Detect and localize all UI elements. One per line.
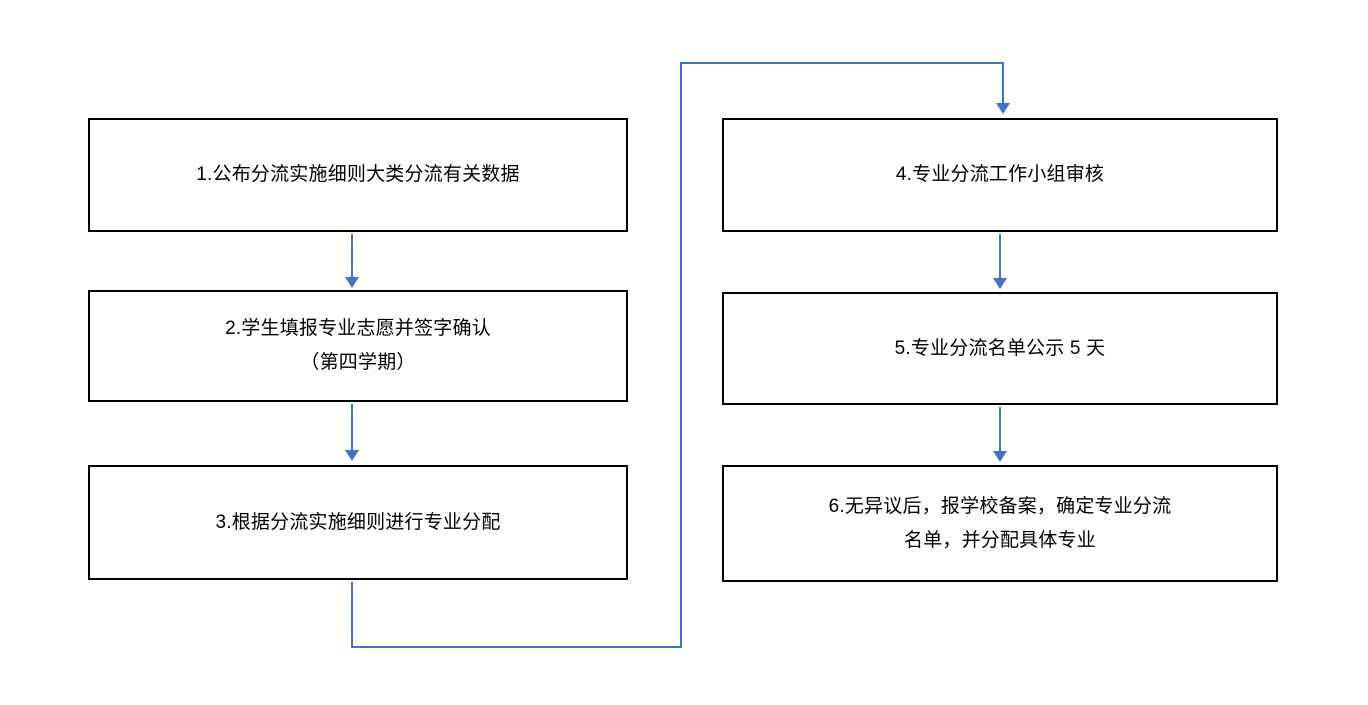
flowchart-node-6[interactable]: 6.无异议后，报学校备案，确定专业分流 名单，并分配具体专业 [722, 465, 1278, 582]
arrow-down-icon-1-to-2 [345, 277, 359, 288]
connector-3-to-4-segment-down [351, 582, 353, 648]
flowchart-node-3[interactable]: 3.根据分流实施细则进行专业分配 [88, 465, 628, 580]
connector-3-to-4-segment-top [680, 62, 1004, 64]
connector-3-to-4-segment-up [680, 62, 682, 648]
arrow-down-icon-5-to-6 [993, 451, 1007, 462]
flowchart-node-1-label: 1.公布分流实施细则大类分流有关数据 [196, 164, 520, 185]
connector-1-to-2-line [351, 234, 353, 279]
connector-2-to-3-line [351, 404, 353, 452]
flowchart-node-6-label: 6.无异议后，报学校备案，确定专业分流 名单，并分配具体专业 [828, 495, 1172, 551]
flowchart-node-3-label: 3.根据分流实施细则进行专业分配 [215, 511, 501, 533]
connector-3-to-4-segment-bottom [351, 646, 682, 648]
connector-3-to-4-segment-drop [1002, 62, 1004, 106]
flowchart-node-2-label: 2.学生填报专业志愿并签字确认 （第四学期） [225, 318, 491, 373]
flowchart-node-5[interactable]: 5.专业分流名单公示 5 天 [722, 292, 1278, 405]
arrow-down-icon-3-to-4 [996, 103, 1010, 114]
flowchart-node-4-label: 4.专业分流工作小组审核 [895, 164, 1105, 185]
flowchart-node-5-label: 5.专业分流名单公示 5 天 [894, 337, 1106, 359]
flowchart-node-2[interactable]: 2.学生填报专业志愿并签字确认 （第四学期） [88, 290, 628, 402]
connector-5-to-6-line [999, 407, 1001, 453]
flowchart-node-1[interactable]: 1.公布分流实施细则大类分流有关数据 [88, 118, 628, 232]
connector-4-to-5-line [999, 234, 1001, 280]
flowchart-node-4[interactable]: 4.专业分流工作小组审核 [722, 118, 1278, 232]
arrow-down-icon-2-to-3 [345, 450, 359, 461]
arrow-down-icon-4-to-5 [993, 278, 1007, 289]
